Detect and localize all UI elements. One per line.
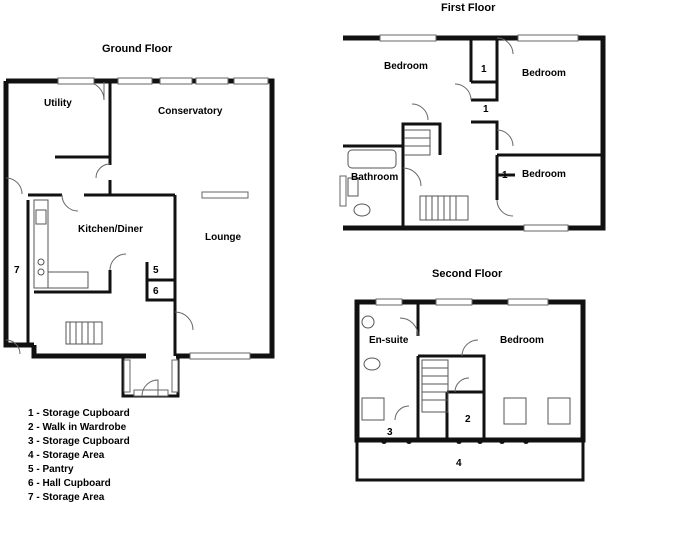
marker-storage-cupboard: 3 [387,427,393,438]
room-ensuite: En-suite [369,335,409,346]
lounge-patio-doors [201,191,249,199]
cupboard-wall [471,38,499,102]
basin [347,177,359,197]
conservatory-window [195,77,229,85]
ground-floor-plan: Ground Floor [3,43,275,398]
porch-window-front [133,389,169,397]
porch-window-right [171,359,179,393]
first-floor-plan: First Floor [339,2,606,232]
first-stairs [404,129,469,221]
hob-ring [37,258,45,266]
pantry-wall [145,262,175,302]
cupboard-door [394,405,410,421]
bedroom-door [496,129,514,147]
landing-wall [401,122,442,155]
kitchen-bottom-wall [34,270,112,294]
wardrobe-door [454,377,470,393]
rear-side-door [5,339,21,355]
legend-item: 7 - Storage Area [28,492,105,503]
room-bedroom-right: Bedroom [522,68,566,79]
conservatory-window [117,77,153,85]
hob-ring [37,268,45,276]
side-door [5,177,23,195]
roof-light [547,397,571,425]
bedroom-window [507,298,549,306]
room-utility: Utility [44,98,72,109]
porch-door [141,379,159,397]
utility-door [85,81,105,101]
bedroom-door [461,339,479,357]
cupboard-door [454,83,472,101]
lounge-window [189,352,251,360]
legend-item: 5 - Pantry [28,464,74,475]
ensuite-door [399,317,419,337]
legend-item: 4 - Storage Area [28,450,105,461]
room-conservatory: Conservatory [158,106,223,117]
marker-pantry: 5 [153,265,159,276]
bedroom-window [435,298,473,306]
room-bathroom: Bathroom [351,172,398,183]
bathroom-window [339,175,347,207]
marker-storage-area: 7 [14,265,20,276]
bedroom-small-door [496,199,514,217]
bedroom-left-door [411,103,429,121]
bedroom-right-window [517,34,579,42]
room-lounge: Lounge [205,232,242,243]
room-bedroom: Bedroom [500,335,544,346]
marker-storage-cupboard: 1 [502,170,508,181]
utility-window [57,77,95,85]
bedroom-small-wall [495,153,603,200]
bedroom-left-window [379,34,437,42]
toilet [353,203,371,217]
ground-floor-title: Ground Floor [102,43,173,55]
ground-stairs [65,321,103,345]
kitchen-sink [35,209,47,225]
conservatory-window [159,77,193,85]
bath-tub [347,149,397,169]
bathroom-wall [343,144,405,228]
marker-walk-in-wardrobe: 2 [465,414,471,425]
toilet [363,357,381,371]
marker-hall-cupboard: 6 [153,286,159,297]
room-bedroom-small: Bedroom [522,169,566,180]
legend-item: 6 - Hall Cupboard [28,478,111,489]
kitchen-door [61,194,79,212]
stair-wall [418,354,486,440]
marker-storage-area: 4 [456,458,462,469]
conservatory-window [233,77,269,85]
room-bedroom-left: Bedroom [384,61,428,72]
lounge-door [174,311,194,331]
room-kitchen-diner: Kitchen/Diner [78,224,143,235]
bedroom-left-right-wall [469,38,499,150]
roof-light [503,397,527,425]
kitchen-worktop [33,199,49,289]
storage-area-eaves [355,438,585,482]
first-floor-title: First Floor [441,2,496,14]
bedroom-small-window [523,224,569,232]
marker-storage-cupboard: 1 [481,64,487,75]
marker-storage-cupboard: 1 [483,104,489,115]
second-stairs [421,359,449,413]
bathroom-door [402,167,422,187]
first-outer-wall [343,35,606,231]
shower-tray [361,397,385,421]
ensuite-window [375,298,403,306]
legend-item: 3 - Storage Cupboard [28,436,130,447]
hall-door [109,253,127,271]
kitchen-counter [47,271,89,289]
second-floor-plan: Second Floor [354,268,586,482]
porch-window-left [123,359,131,393]
legend: 1 - Storage Cupboard 2 - Walk in Wardrob… [28,407,130,505]
legend-item: 2 - Walk in Wardrobe [28,422,127,433]
eaves-posts [381,438,529,444]
conservatory-door [95,163,111,179]
basin [361,315,375,329]
bedroom-right-door [496,37,514,55]
second-floor-title: Second Floor [432,268,503,280]
legend-item: 1 - Storage Cupboard [28,408,130,419]
